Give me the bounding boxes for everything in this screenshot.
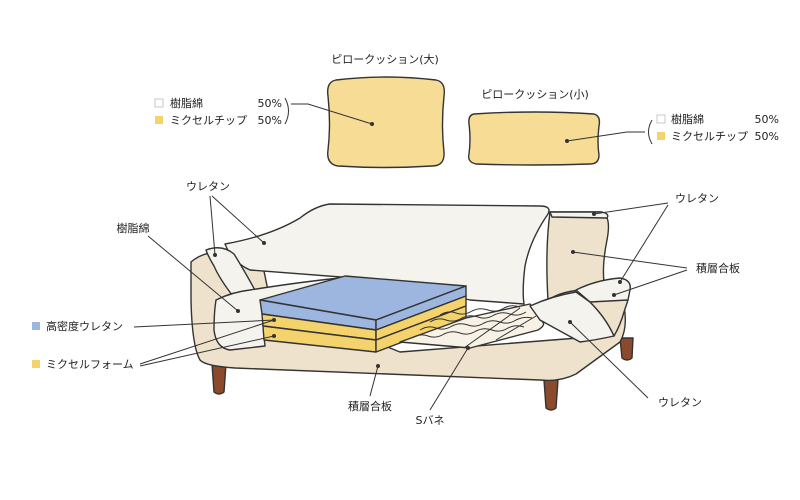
leader-resin-cotton xyxy=(147,235,239,312)
leader-high-density-urethane xyxy=(133,319,275,328)
leader-urethane-top-right-b xyxy=(619,204,669,283)
swatch-mixel-foam xyxy=(32,360,40,368)
sofa-leg-front-right xyxy=(543,379,559,411)
sofa-leg-back-right xyxy=(619,337,634,361)
leader-laminated-board-bottom xyxy=(369,365,379,397)
leader-mixel-foam-b xyxy=(139,335,275,367)
pillow-large-leader xyxy=(291,103,373,125)
sofa xyxy=(190,203,634,411)
label-laminated-board-bottom: 積層合板 xyxy=(348,399,392,413)
label-urethane-top-right: ウレタン xyxy=(675,192,719,205)
pillow-small-bracket xyxy=(648,119,653,145)
label-urethane-top-left: ウレタン xyxy=(186,180,230,193)
pillow-large-swatch-mixel xyxy=(155,116,163,124)
pillow-large-legend-label-1: 樹脂綿 xyxy=(170,96,203,110)
sofa-labels: ウレタン 樹脂綿 高密度ウレタン ミクセルフォーム 積層合板 Sバネ ウレタン … xyxy=(32,180,740,427)
sofa-leg-front-left xyxy=(211,363,227,395)
leader-urethane-bottom-right xyxy=(569,321,649,399)
label-mixel-foam: ミクセルフォーム xyxy=(46,358,134,371)
pillow-large-legend-label-2: ミクセルチップ xyxy=(170,114,247,127)
pillow-small-cushion xyxy=(467,111,601,166)
pillow-small-title: ピロークッション(小) xyxy=(481,88,589,101)
pillow-small-legend-label-2: ミクセルチップ xyxy=(671,130,748,143)
s-springs xyxy=(411,305,537,350)
pillow-small-legend-value-2: 50% xyxy=(755,130,779,143)
pillow-large-cushion xyxy=(326,76,446,169)
pillow-large-legend-value-2: 50% xyxy=(258,114,282,127)
label-high-density-urethane: 高密度ウレタン xyxy=(46,319,123,333)
label-s-spring: Sバネ xyxy=(416,414,445,427)
label-urethane-bottom-right: ウレタン xyxy=(658,396,702,409)
label-resin-cotton: 樹脂綿 xyxy=(117,221,150,235)
pillow-large-swatch-resin xyxy=(154,98,164,108)
leader-laminated-board-right-a xyxy=(572,251,688,269)
pillow-large-bracket xyxy=(284,97,289,125)
label-laminated-board-right: 積層合板 xyxy=(696,261,740,275)
leader-urethane-top-left-a xyxy=(211,195,265,244)
leader-mixel-foam-a xyxy=(139,319,275,365)
pillow-small-swatch-resin xyxy=(656,114,666,124)
leader-urethane-top-left-b xyxy=(209,195,216,256)
pillow-small-legend-value-1: 50% xyxy=(755,113,779,126)
leader-lines xyxy=(133,195,688,411)
sofa-right-arm-side xyxy=(589,299,629,337)
pillow-small-legend-label-1: 樹脂綿 xyxy=(671,112,704,126)
pillow-large-legend-value-1: 50% xyxy=(258,97,282,110)
pillow-small-leader xyxy=(566,131,645,142)
swatch-high-density-urethane xyxy=(32,322,40,330)
pillow-small-group: ピロークッション(小) 樹脂綿 50% ミクセルチップ 50% xyxy=(467,88,779,166)
leader-urethane-top-right-a xyxy=(593,202,669,215)
leader-s-spring xyxy=(429,347,469,411)
pillow-small-swatch-mixel xyxy=(657,132,665,140)
pillow-large-group: ピロークッション(大) 樹脂綿 50% ミクセルチップ 50% xyxy=(154,52,446,169)
pillow-large-title: ピロークッション(大) xyxy=(331,52,439,66)
leader-laminated-board-right-b xyxy=(613,269,688,296)
